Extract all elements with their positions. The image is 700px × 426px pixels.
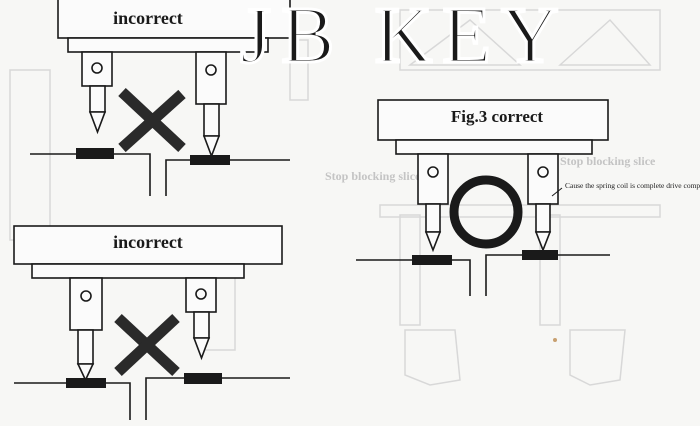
block-slice-right-a	[412, 255, 452, 265]
panel-label-bottom-left: incorrect	[113, 232, 183, 252]
machine-head-top-left	[57, 0, 291, 39]
annotation-spring-coil: Cause the spring coil is complete drive …	[565, 181, 700, 190]
annotation-leader	[551, 187, 563, 197]
block-slice-right-b	[522, 250, 558, 260]
machine-base-right	[395, 139, 593, 155]
probe-left-top-left	[81, 51, 113, 135]
watermark: JB KEY	[240, 0, 569, 80]
panel-right	[356, 99, 610, 296]
machine-base-top-left	[67, 37, 269, 53]
probe-right-bottom-left	[185, 277, 217, 361]
ring-icon	[449, 175, 523, 249]
cross-icon	[114, 313, 180, 377]
probe-left-bottom-left	[69, 277, 103, 382]
block-slice-bottom-left-b	[184, 373, 222, 384]
block-slice-bottom-left-a	[66, 378, 106, 388]
cross-icon	[118, 87, 186, 153]
machine-head-bottom-left	[13, 225, 283, 265]
background-label-stop-blocking-2: Stop blocking slice	[325, 169, 421, 183]
block-slice-top-left-b	[190, 155, 230, 165]
probe-right-right	[527, 153, 559, 253]
panel-top-left	[30, 0, 291, 196]
probe-left-right	[417, 153, 449, 253]
block-slice-top-left-a	[76, 148, 114, 159]
panel-label-right: Fig.3 correct	[451, 107, 544, 126]
machine-base-bottom-left	[31, 263, 245, 279]
panel-label-top-left: incorrect	[113, 8, 183, 28]
panel-bottom-left	[13, 225, 290, 420]
background-label-stop-blocking-1: Stop blocking slice	[560, 154, 656, 168]
machine-head-right	[377, 99, 609, 141]
probe-right-top-left	[195, 51, 227, 159]
